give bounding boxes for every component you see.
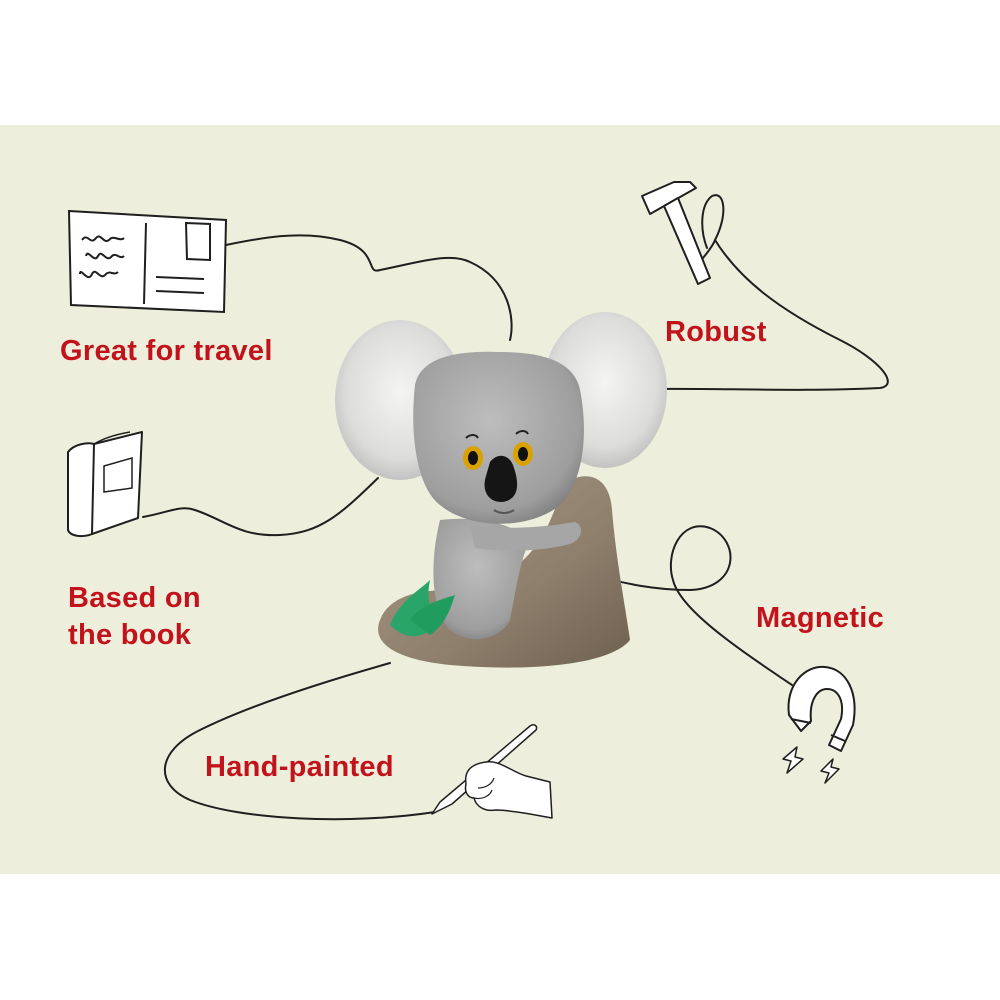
feature-label-robust: Robust <box>665 316 767 348</box>
feature-label-book-line1: Based on <box>68 582 201 614</box>
postcard-icon <box>67 209 228 314</box>
koala-figurine <box>335 312 667 668</box>
hand-brush-icon <box>431 724 553 819</box>
feature-label-book-line2: the book <box>68 619 192 651</box>
feature-label-travel: Great for travel <box>60 335 273 367</box>
feature-label-book: Based on the book <box>68 580 201 654</box>
book-icon <box>67 431 143 538</box>
hammer-icon <box>641 181 711 285</box>
feature-label-painted: Hand-painted <box>205 751 394 783</box>
magnet-icon <box>782 665 856 784</box>
feature-label-magnetic: Magnetic <box>756 602 885 634</box>
